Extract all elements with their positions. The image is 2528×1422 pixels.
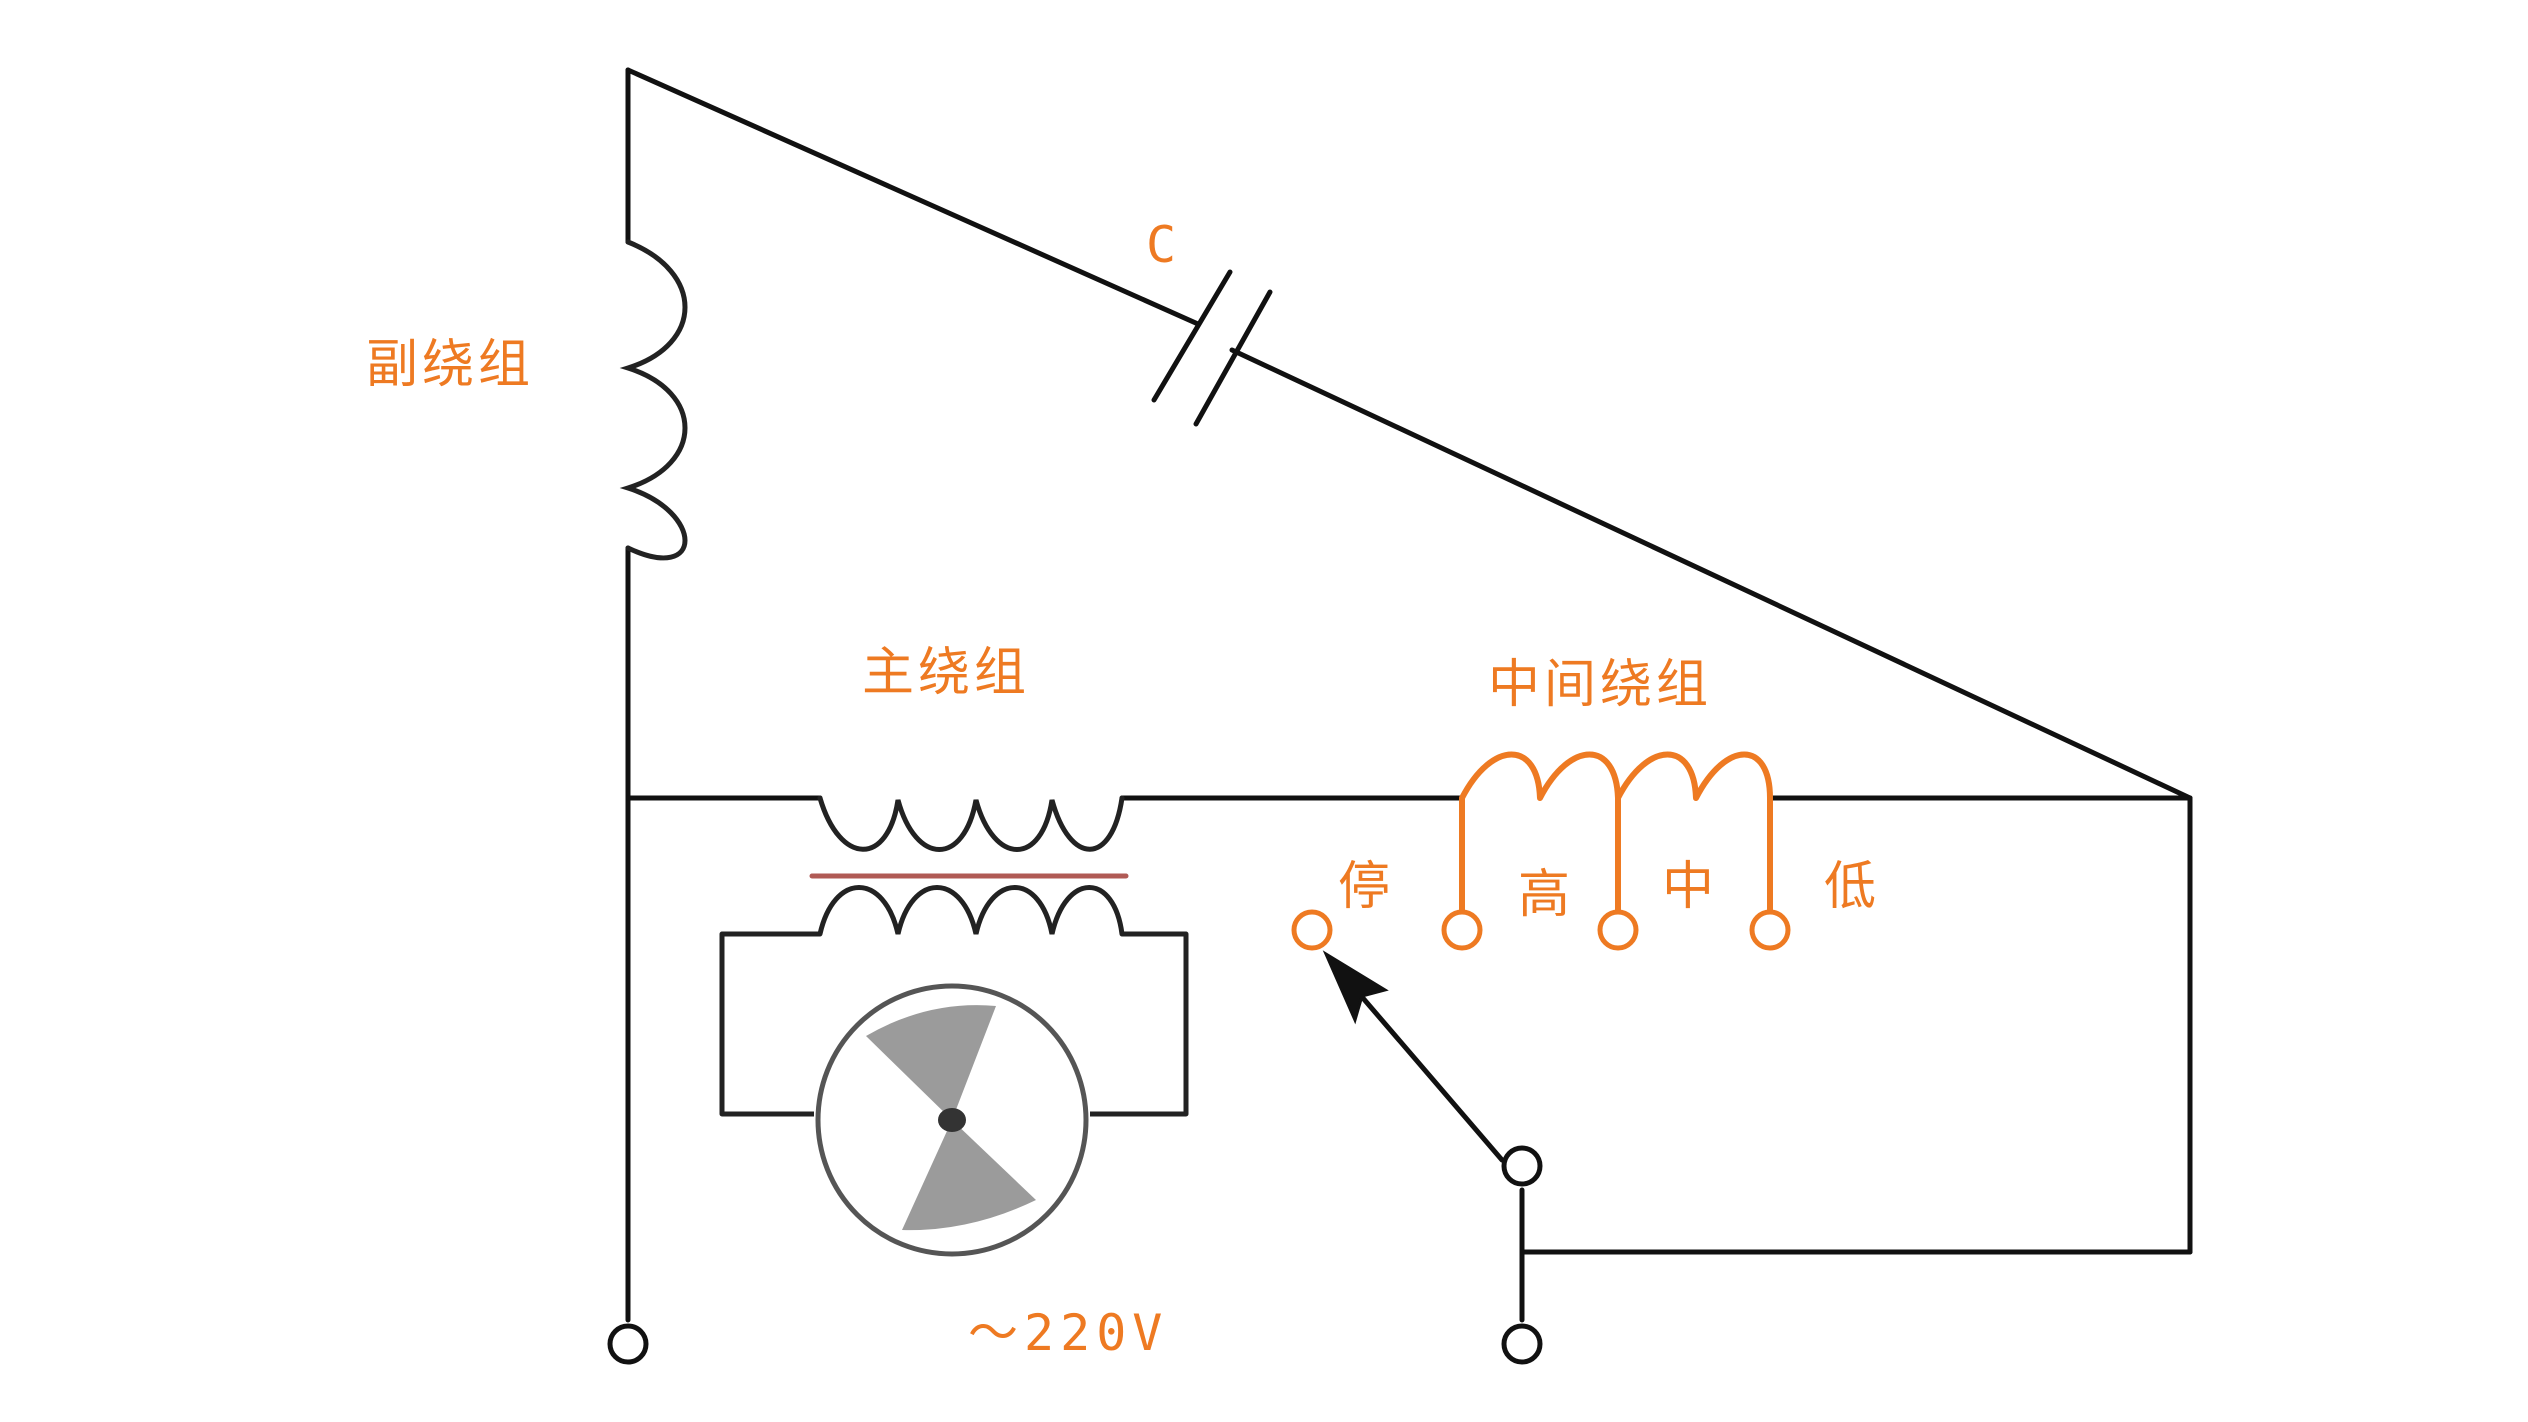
low-label: 低 <box>1824 857 1878 917</box>
power-terminals <box>607 1145 1543 1365</box>
supply-terminal-right <box>1501 1323 1543 1365</box>
switch-arm <box>1322 950 1505 1163</box>
capacitor-plate-left <box>1151 269 1233 403</box>
switch-arm-line <box>1341 973 1505 1163</box>
stop-label: 停 <box>1338 857 1392 917</box>
motor-right-loop <box>1090 931 1189 1117</box>
capacitor-plate-right <box>1193 289 1273 427</box>
fan-blade-top-icon <box>866 1005 996 1120</box>
speed-switch-terminals <box>1291 909 1791 951</box>
terminal-high <box>1441 909 1483 951</box>
main-winding-label: 主绕组 <box>862 643 1030 703</box>
medium-label: 中 <box>1662 857 1716 917</box>
terminal-stop <box>1291 909 1333 951</box>
capacitor-upper-lead <box>625 67 1201 327</box>
supply-voltage-label: ～220V <box>968 1304 1168 1362</box>
fan-blade-bottom-icon <box>902 1120 1036 1231</box>
motor-left-loop <box>719 931 820 1117</box>
middle-winding-label: 中间绕组 <box>1488 655 1712 715</box>
fan-motor <box>815 983 1089 1257</box>
capacitor-symbol <box>1151 269 1273 427</box>
main-winding-upper-coil <box>817 795 1125 852</box>
switch-arrow-head-icon <box>1322 950 1389 1025</box>
main-winding-lower-coil <box>817 885 1125 937</box>
capacitor-label: C <box>1146 216 1182 274</box>
terminal-low <box>1749 909 1791 951</box>
middle-winding-coil <box>1459 751 1773 801</box>
aux-winding-label: 副绕组 <box>366 335 534 395</box>
middle-winding <box>1459 751 1773 915</box>
wiring <box>625 67 2193 1323</box>
fan-hub-icon <box>938 1108 966 1132</box>
terminal-medium <box>1597 909 1639 951</box>
switch-pivot-terminal <box>1501 1145 1543 1187</box>
diagram-labels: 副绕组 C 主绕组 中间绕组 停 高 中 低 ～220V <box>366 216 1878 1362</box>
high-label: 高 <box>1518 865 1572 925</box>
capacitor-lower-lead <box>1229 347 2193 801</box>
motor-side-wiring <box>719 931 1189 1117</box>
auxiliary-winding-coil <box>619 239 688 561</box>
supply-terminal-left <box>607 1323 649 1365</box>
